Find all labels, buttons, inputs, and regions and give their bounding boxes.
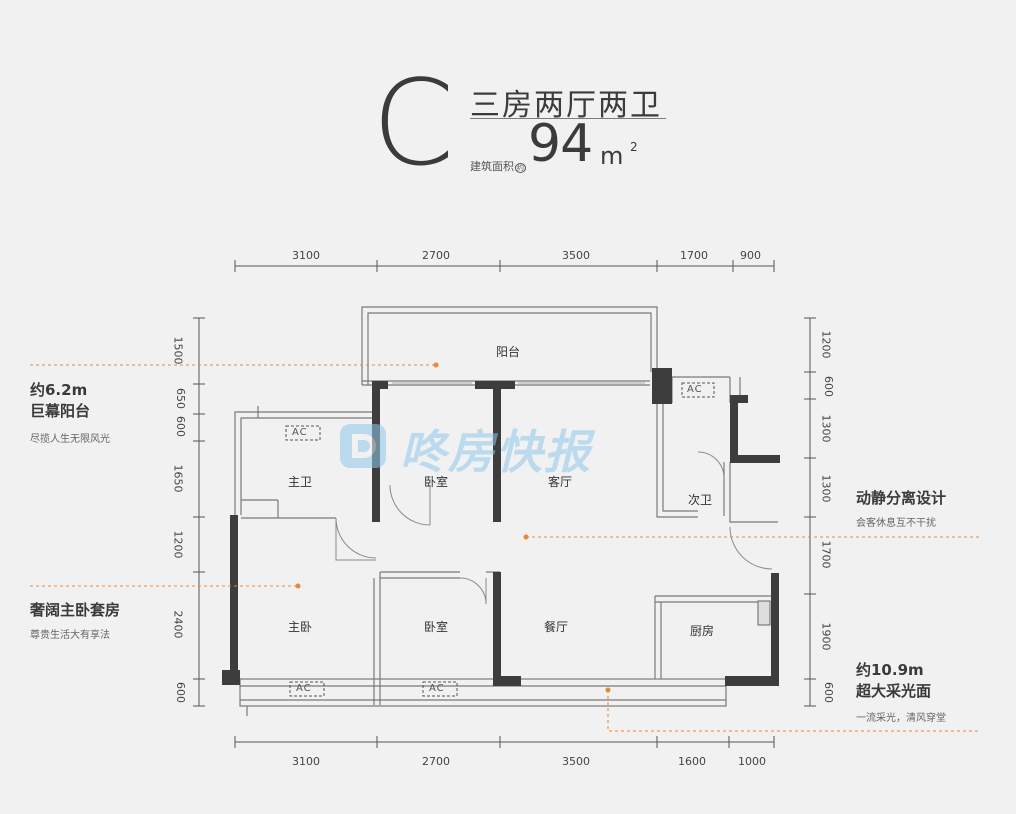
dim-top-3: 3500 — [562, 249, 590, 262]
thin-walls — [234, 306, 778, 716]
dim-top-2: 2700 — [422, 249, 450, 262]
area-unit-superscript: 2 — [630, 140, 638, 154]
dim-bottom-2: 2700 — [422, 755, 450, 768]
room-living: 客厅 — [548, 475, 573, 489]
room-kitchen: 厨房 — [690, 624, 715, 638]
dim-right-7: 600 — [822, 682, 835, 703]
watermark-logo-icon — [340, 424, 386, 468]
dim-right-4: 1300 — [819, 474, 833, 503]
area-value: 94 — [528, 114, 593, 174]
dim-left-3: 600 — [174, 416, 187, 437]
dim-right-3: 1300 — [819, 414, 833, 443]
room-bedroom-top: 卧室 — [424, 475, 449, 489]
note-master-title: 奢阔主卧套房 — [30, 601, 121, 619]
dim-left-5: 1200 — [171, 530, 185, 559]
layout-type-letter: C — [372, 54, 455, 192]
dim-top-4: 1700 — [680, 249, 708, 262]
dim-bottom-4: 1600 — [678, 755, 706, 768]
ac-label-second-bath: AC — [687, 384, 703, 395]
left-dimension-line — [193, 317, 205, 707]
door-swings — [335, 451, 773, 605]
dim-bottom-1: 3100 — [292, 755, 320, 768]
dim-right-6: 1900 — [819, 622, 833, 651]
room-balcony: 阳台 — [496, 345, 521, 359]
dim-right-5: 1700 — [819, 540, 833, 569]
ac-label-master-bedroom: AC — [296, 683, 312, 694]
dim-bottom-3: 3500 — [562, 755, 590, 768]
note-lighting-sub: 一流采光，清风穿堂 — [856, 713, 946, 724]
note-separation-sub: 会客休息互不干扰 — [856, 518, 936, 529]
dim-left-1: 1500 — [171, 336, 185, 365]
bottom-dimension-line — [234, 736, 775, 748]
dim-right-1: 1200 — [819, 330, 833, 359]
ac-boxes — [285, 382, 715, 697]
note-lighting-title: 超大采光面 — [856, 682, 932, 700]
top-dimension-line — [234, 260, 775, 272]
room-master-bedroom: 主卧 — [288, 620, 313, 634]
area-unit: m — [600, 142, 624, 170]
dim-left-4: 1650 — [171, 464, 185, 493]
room-dining: 餐厅 — [544, 620, 569, 634]
note-lighting-size: 约10.9m — [856, 661, 924, 679]
right-dimension-line — [804, 317, 816, 707]
note-balcony-title: 巨幕阳台 — [30, 402, 91, 420]
room-second-bath: 次卫 — [688, 493, 713, 507]
ac-label-bedroom: AC — [429, 683, 445, 694]
title-divider — [470, 118, 666, 119]
watermark-text: 咚房快报 — [400, 425, 592, 479]
note-master-sub: 尊贵生活大有享法 — [30, 630, 110, 641]
area-label: 建筑面积约 — [470, 160, 526, 173]
layout-title: 三房两厅两卫 — [470, 88, 662, 123]
dim-left-7: 600 — [174, 682, 187, 703]
dim-bottom-5: 1000 — [738, 755, 766, 768]
room-master-bath: 主卫 — [288, 475, 313, 489]
dim-left-6: 2400 — [171, 610, 185, 639]
dim-right-2: 600 — [822, 376, 835, 397]
note-balcony-sub: 尽揽人生无限风光 — [30, 434, 110, 445]
note-separation-title: 动静分离设计 — [856, 489, 947, 507]
dim-left-2: 650 — [174, 388, 187, 409]
dim-top-5: 900 — [740, 249, 761, 262]
callout-dots — [295, 362, 611, 693]
ac-label-master-bath: AC — [292, 427, 308, 438]
room-bedroom-bottom: 卧室 — [424, 620, 449, 634]
dim-top-1: 3100 — [292, 249, 320, 262]
watermark: 咚房快报 — [338, 420, 590, 479]
callout-lines — [30, 364, 980, 732]
note-balcony-size: 约6.2m — [30, 381, 88, 399]
